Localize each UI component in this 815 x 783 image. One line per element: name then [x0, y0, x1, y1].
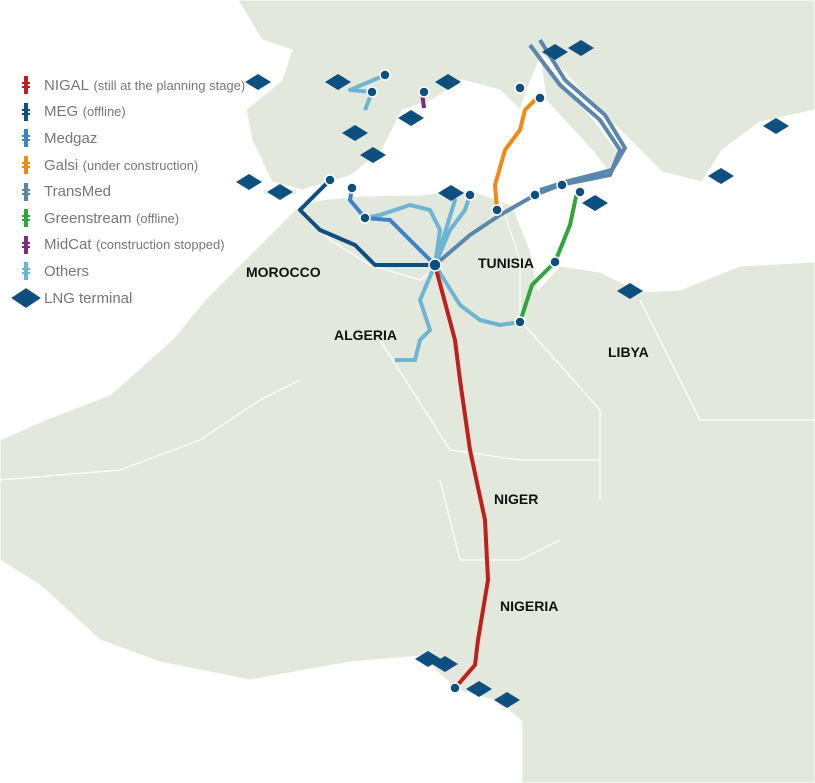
lng-terminal-icon — [466, 681, 492, 697]
legend-item-greenstream: Greenstream (offline) — [8, 205, 245, 232]
pipeline-others — [433, 194, 472, 266]
pipeline-galsi — [493, 93, 542, 211]
legend-item-galsi: Galsi (under construction) — [8, 152, 245, 179]
lng-terminal-icon — [494, 692, 520, 708]
label-morocco: MOROCCO — [246, 264, 321, 280]
lng-terminal-icon — [236, 174, 262, 190]
legend-item-transmed: TransMed — [8, 178, 245, 205]
lng-terminal-icon — [435, 74, 461, 90]
legend: NIGAL (still at the planning stage) MEG … — [8, 72, 245, 311]
lng-terminal-icon — [245, 74, 271, 90]
lng-terminal-icon — [438, 185, 464, 201]
pipeline-others — [348, 73, 386, 111]
lng-terminal-icon — [582, 195, 608, 211]
lng-terminal-icon — [763, 118, 789, 134]
pipeline-transmed — [433, 43, 622, 267]
lng-terminal-icon — [398, 110, 424, 126]
label-nigeria: NIGERIA — [500, 598, 559, 614]
legend-item-nigal: NIGAL (still at the planning stage) — [8, 72, 245, 99]
legend-item-medgaz: Medgaz — [8, 125, 245, 152]
legend-item-meg: MEG (offline) — [8, 99, 245, 126]
africa — [0, 189, 815, 783]
pipe-icon — [22, 262, 30, 281]
lng-terminal-icon — [568, 40, 594, 56]
pipe-icon — [22, 209, 30, 228]
lng-terminal-icon — [325, 74, 351, 90]
legend-item-others: Others — [8, 258, 245, 285]
pipe-icon — [22, 129, 30, 148]
lng-terminal-icon — [342, 125, 368, 141]
pipe-icon — [22, 182, 30, 201]
pipe-icon — [22, 76, 30, 95]
pipeline-meg — [298, 178, 435, 267]
label-libya: LIBYA — [608, 344, 649, 360]
label-algeria: ALGERIA — [334, 327, 397, 343]
label-tunisia: TUNISIA — [478, 255, 534, 271]
pipeline-nigal — [433, 264, 490, 690]
diamond-icon — [11, 288, 41, 308]
pipeline-others — [364, 203, 442, 266]
legend-item-lng: LNG terminal — [8, 285, 245, 312]
lng-terminal-icon — [542, 44, 568, 60]
label-niger: NIGER — [494, 491, 539, 507]
europe — [237, 0, 815, 191]
pipeline-medgaz — [348, 187, 437, 267]
pipe-icon — [22, 235, 30, 254]
lng-terminal-icon — [432, 656, 458, 672]
lng-terminal-icon — [708, 168, 734, 184]
pipeline-others — [433, 263, 521, 327]
lng-terminals — [236, 40, 789, 708]
pipe-icon — [22, 102, 30, 121]
pipeline-others — [395, 264, 437, 362]
pipe-icon — [22, 156, 30, 175]
pipeline-nodes — [324, 69, 586, 694]
legend-item-midcat: MidCat (construction stopped) — [8, 232, 245, 259]
lng-terminal-icon — [360, 147, 386, 163]
lng-terminal-icon — [267, 184, 293, 200]
lng-terminal-icon — [617, 283, 643, 299]
